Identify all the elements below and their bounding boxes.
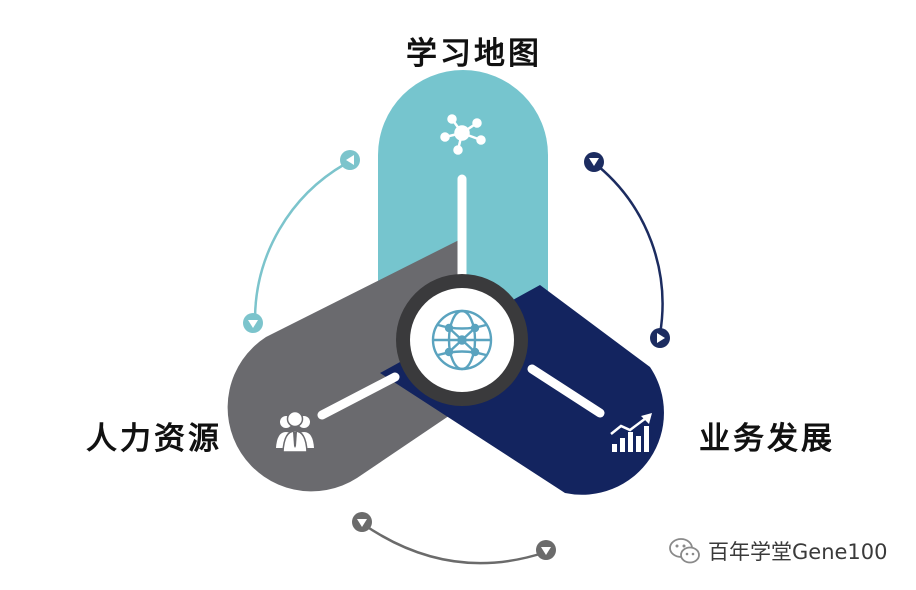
watermark-text: 百年学堂Gene100	[708, 540, 888, 564]
watermark: 百年学堂Gene100	[668, 534, 888, 568]
navy-cycle-arrow	[584, 152, 670, 348]
gray-cycle-arrow	[352, 512, 556, 565]
teal-cycle-arrow	[243, 150, 360, 333]
growth-chart-icon	[610, 413, 652, 452]
business-development-stroke	[527, 364, 605, 418]
human-resources-stroke	[317, 372, 400, 420]
wechat-icon	[669, 538, 700, 564]
globe-icon	[431, 309, 493, 371]
label-human-resources: 人力资源	[86, 421, 222, 457]
label-learning-map: 学习地图	[406, 36, 542, 72]
label-business-development: 业务发展	[699, 421, 835, 457]
people-icon	[276, 410, 314, 453]
network-icon	[440, 114, 486, 155]
